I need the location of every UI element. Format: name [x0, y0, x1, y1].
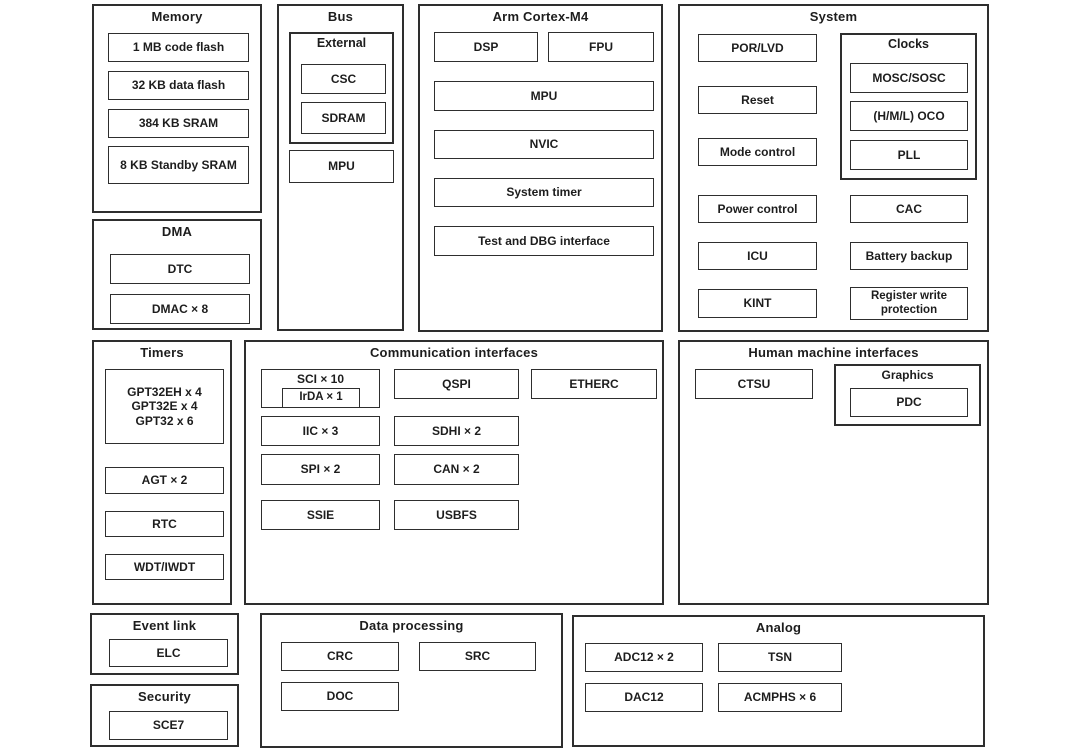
- block-doc: DOC: [281, 682, 399, 711]
- block-sce7: SCE7: [109, 711, 228, 740]
- block-pll: PLL: [850, 140, 968, 170]
- communication-title: Communication interfaces: [369, 345, 539, 360]
- bus-title: Bus: [327, 9, 354, 24]
- security-title: Security: [138, 689, 191, 704]
- subsection-clocks: Clocks MOSC/SOSC (H/M/L) OCO PLL: [840, 33, 977, 180]
- analog-title: Analog: [755, 620, 802, 635]
- block-crc: CRC: [281, 642, 399, 671]
- block-adc12: ADC12 × 2: [585, 643, 703, 672]
- block-agt: AGT × 2: [105, 467, 224, 494]
- section-system: System POR/LVD Reset Mode control Power …: [678, 4, 989, 332]
- block-src: SRC: [419, 642, 536, 671]
- block-gpt-timers: GPT32EH x 4 GPT32E x 4 GPT32 x 6: [105, 369, 224, 444]
- data-processing-title: Data processing: [359, 618, 464, 633]
- clocks-title: Clocks: [888, 37, 929, 51]
- block-standby-sram: 8 KB Standby SRAM: [108, 146, 249, 184]
- block-mosc-sosc: MOSC/SOSC: [850, 63, 968, 93]
- section-bus: Bus External CSC SDRAM MPU: [277, 4, 404, 331]
- block-acmphs: ACMPHS × 6: [718, 683, 842, 712]
- block-por-lvd: POR/LVD: [698, 34, 817, 62]
- timers-title: Timers: [140, 345, 184, 360]
- block-reset: Reset: [698, 86, 817, 114]
- block-dmac: DMAC × 8: [110, 294, 250, 324]
- block-fpu: FPU: [548, 32, 654, 62]
- section-hmi: Human machine interfaces CTSU Graphics P…: [678, 340, 989, 605]
- block-dac12: DAC12: [585, 683, 703, 712]
- gpt-line-1: GPT32EH x 4: [127, 384, 202, 399]
- section-memory: Memory 1 MB code flash 32 KB data flash …: [92, 4, 262, 213]
- dma-title: DMA: [161, 224, 193, 239]
- block-ssie: SSIE: [261, 500, 380, 530]
- block-etherc: ETHERC: [531, 369, 657, 399]
- block-mode-control: Mode control: [698, 138, 817, 166]
- section-cortex-m4: Arm Cortex-M4 DSP FPU MPU NVIC System ti…: [418, 4, 663, 332]
- block-system-timer: System timer: [434, 178, 654, 207]
- block-dtc: DTC: [110, 254, 250, 284]
- block-sdhi: SDHI × 2: [394, 416, 519, 446]
- section-analog: Analog ADC12 × 2 TSN DAC12 ACMPHS × 6: [572, 615, 985, 747]
- block-sdram: SDRAM: [301, 102, 386, 134]
- section-data-processing: Data processing CRC SRC DOC: [260, 613, 563, 748]
- subsection-external-bus: External CSC SDRAM: [289, 32, 394, 144]
- block-code-flash: 1 MB code flash: [108, 33, 249, 62]
- block-tsn: TSN: [718, 643, 842, 672]
- block-iic: IIC × 3: [261, 416, 380, 446]
- section-event-link: Event link ELC: [90, 613, 239, 675]
- cortex-m4-title: Arm Cortex-M4: [492, 9, 589, 24]
- block-power-control: Power control: [698, 195, 817, 223]
- subsection-graphics: Graphics PDC: [834, 364, 981, 426]
- block-can: CAN × 2: [394, 454, 519, 485]
- external-bus-title: External: [316, 36, 367, 50]
- graphics-title: Graphics: [881, 368, 934, 382]
- block-nvic: NVIC: [434, 130, 654, 159]
- block-sram: 384 KB SRAM: [108, 109, 249, 138]
- section-timers: Timers GPT32EH x 4 GPT32E x 4 GPT32 x 6 …: [92, 340, 232, 605]
- section-communication: Communication interfaces SCI × 10 IrDA ×…: [244, 340, 664, 605]
- system-title: System: [809, 9, 858, 24]
- section-dma: DMA DTC DMAC × 8: [92, 219, 262, 330]
- block-test-dbg: Test and DBG interface: [434, 226, 654, 256]
- block-dsp: DSP: [434, 32, 538, 62]
- gpt-line-2: GPT32E x 4: [131, 399, 198, 414]
- block-ctsu: CTSU: [695, 369, 813, 399]
- block-battery-backup: Battery backup: [850, 242, 968, 270]
- block-register-write-protection: Register write protection: [850, 287, 968, 320]
- block-cac: CAC: [850, 195, 968, 223]
- block-usbfs: USBFS: [394, 500, 519, 530]
- block-oco: (H/M/L) OCO: [850, 101, 968, 131]
- block-qspi: QSPI: [394, 369, 519, 399]
- sci-label: SCI × 10: [296, 372, 345, 386]
- gpt-line-3: GPT32 x 6: [135, 413, 194, 428]
- memory-title: Memory: [151, 9, 203, 24]
- section-security: Security SCE7: [90, 684, 239, 747]
- hmi-title: Human machine interfaces: [748, 345, 919, 360]
- block-cortex-mpu: MPU: [434, 81, 654, 111]
- block-elc: ELC: [109, 639, 228, 667]
- block-icu: ICU: [698, 242, 817, 270]
- block-bus-mpu: MPU: [289, 150, 394, 183]
- event-link-title: Event link: [132, 618, 197, 633]
- block-pdc: PDC: [850, 388, 968, 417]
- block-irda: IrDA × 1: [282, 388, 360, 408]
- block-csc: CSC: [301, 64, 386, 94]
- block-rtc: RTC: [105, 511, 224, 537]
- block-kint: KINT: [698, 289, 817, 318]
- block-spi: SPI × 2: [261, 454, 380, 485]
- block-data-flash: 32 KB data flash: [108, 71, 249, 100]
- block-sci: SCI × 10 IrDA × 1: [261, 369, 380, 408]
- block-wdt: WDT/IWDT: [105, 554, 224, 580]
